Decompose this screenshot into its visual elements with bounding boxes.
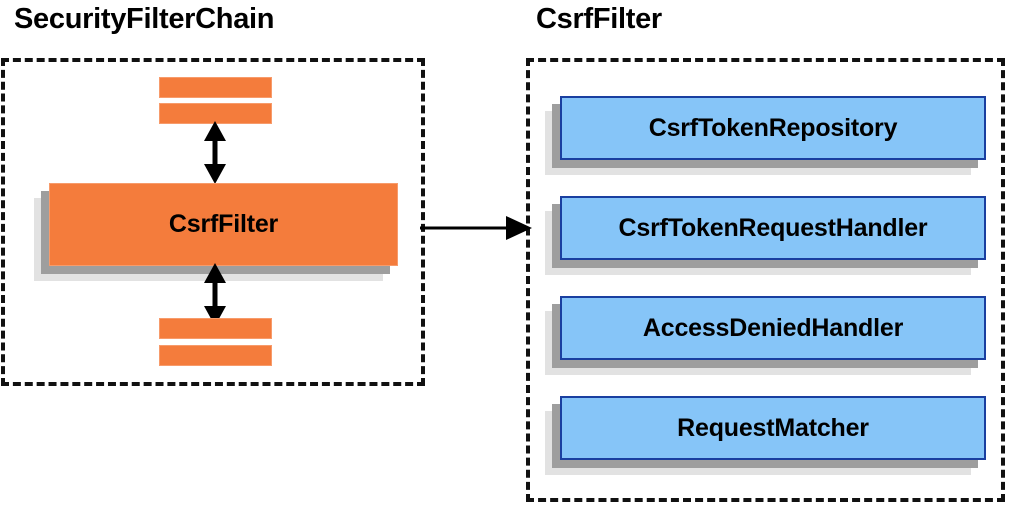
right-panel-title: CsrfFilter [536,3,662,35]
connector-arrow-bottom [204,263,226,326]
csrf-filter-block[interactable]: CsrfFilter [34,183,398,281]
collaborator-label: CsrfTokenRequestHandler [560,196,986,260]
collaborator-block-access-denied-handler[interactable]: AccessDeniedHandler [545,296,986,375]
security-filter-chain-container [1,58,425,386]
collaborator-label: RequestMatcher [560,396,986,460]
filter-chain-bar-above-1 [159,77,272,98]
csrf-filter-label: CsrfFilter [49,183,398,266]
collaborator-block-csrf-token-repository[interactable]: CsrfTokenRepository [545,96,986,175]
left-panel-title: SecurityFilterChain [14,3,275,35]
csrf-filter-container [526,58,1005,502]
collaborator-block-request-matcher[interactable]: RequestMatcher [545,396,986,475]
collaborator-label: CsrfTokenRepository [560,96,986,160]
connector-arrow-top [204,121,226,184]
collaborator-label: AccessDeniedHandler [560,296,986,360]
connector-arrow-horizontal [420,216,532,240]
filter-chain-bar-below-1 [159,318,272,339]
filter-chain-bar-below-2 [159,345,272,366]
collaborator-block-csrf-token-request-handler[interactable]: CsrfTokenRequestHandler [545,196,986,275]
